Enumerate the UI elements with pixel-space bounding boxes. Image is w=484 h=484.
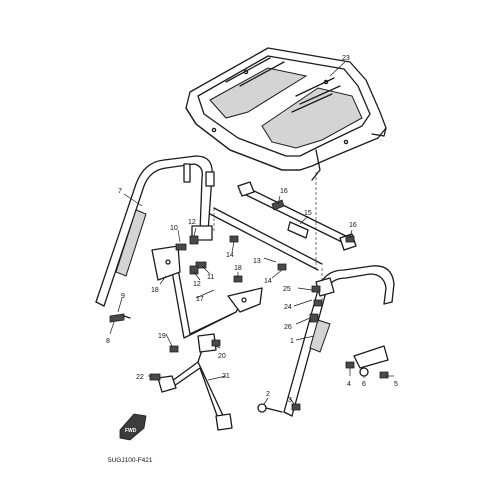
rear-roll-bar <box>283 265 395 417</box>
callout-18a: 18 <box>234 265 242 272</box>
callout-5: 5 <box>394 381 398 388</box>
front-roll-bar <box>95 155 215 307</box>
fasteners <box>109 199 389 413</box>
callout-labels: 23 7 10 12 11 12 14 18 13 16 15 16 14 17… <box>106 55 398 404</box>
callout-17: 17 <box>196 296 204 303</box>
callout-24: 24 <box>284 304 292 311</box>
callout-11: 11 <box>207 274 214 281</box>
fwd-label: FWD <box>125 428 137 434</box>
callout-10: 10 <box>170 225 178 232</box>
leader-lines <box>109 61 394 405</box>
callout-21: 21 <box>222 373 230 380</box>
callout-1: 1 <box>290 338 294 345</box>
drawing-code: 5UGJ100-F421 <box>108 457 153 464</box>
callout-3: 3 <box>288 397 292 404</box>
callout-16b: 16 <box>349 222 357 229</box>
fwd-indicator: FWD <box>119 413 147 441</box>
callout-13: 13 <box>253 258 261 265</box>
callout-9: 9 <box>121 293 125 300</box>
callout-23: 23 <box>342 55 350 62</box>
callout-16a: 16 <box>280 188 288 195</box>
callout-22: 22 <box>136 374 144 381</box>
callout-2: 2 <box>266 391 270 398</box>
callout-4: 4 <box>347 381 351 388</box>
a-frame-brace <box>157 333 233 431</box>
roof-panel <box>185 47 387 181</box>
callout-15: 15 <box>304 210 312 217</box>
callout-14a: 14 <box>226 252 234 259</box>
callout-19: 19 <box>158 333 166 340</box>
callout-7: 7 <box>118 188 122 195</box>
callout-26: 26 <box>284 324 292 331</box>
callout-12b: 12 <box>193 281 201 288</box>
callout-8: 8 <box>106 338 110 345</box>
callout-6: 6 <box>362 381 366 388</box>
callout-25: 25 <box>283 286 291 293</box>
callout-12a: 12 <box>188 219 196 226</box>
diagonal-support <box>151 245 263 339</box>
callout-20: 20 <box>218 353 226 360</box>
callout-18b: 18 <box>151 287 159 294</box>
callout-14b: 14 <box>264 278 272 285</box>
